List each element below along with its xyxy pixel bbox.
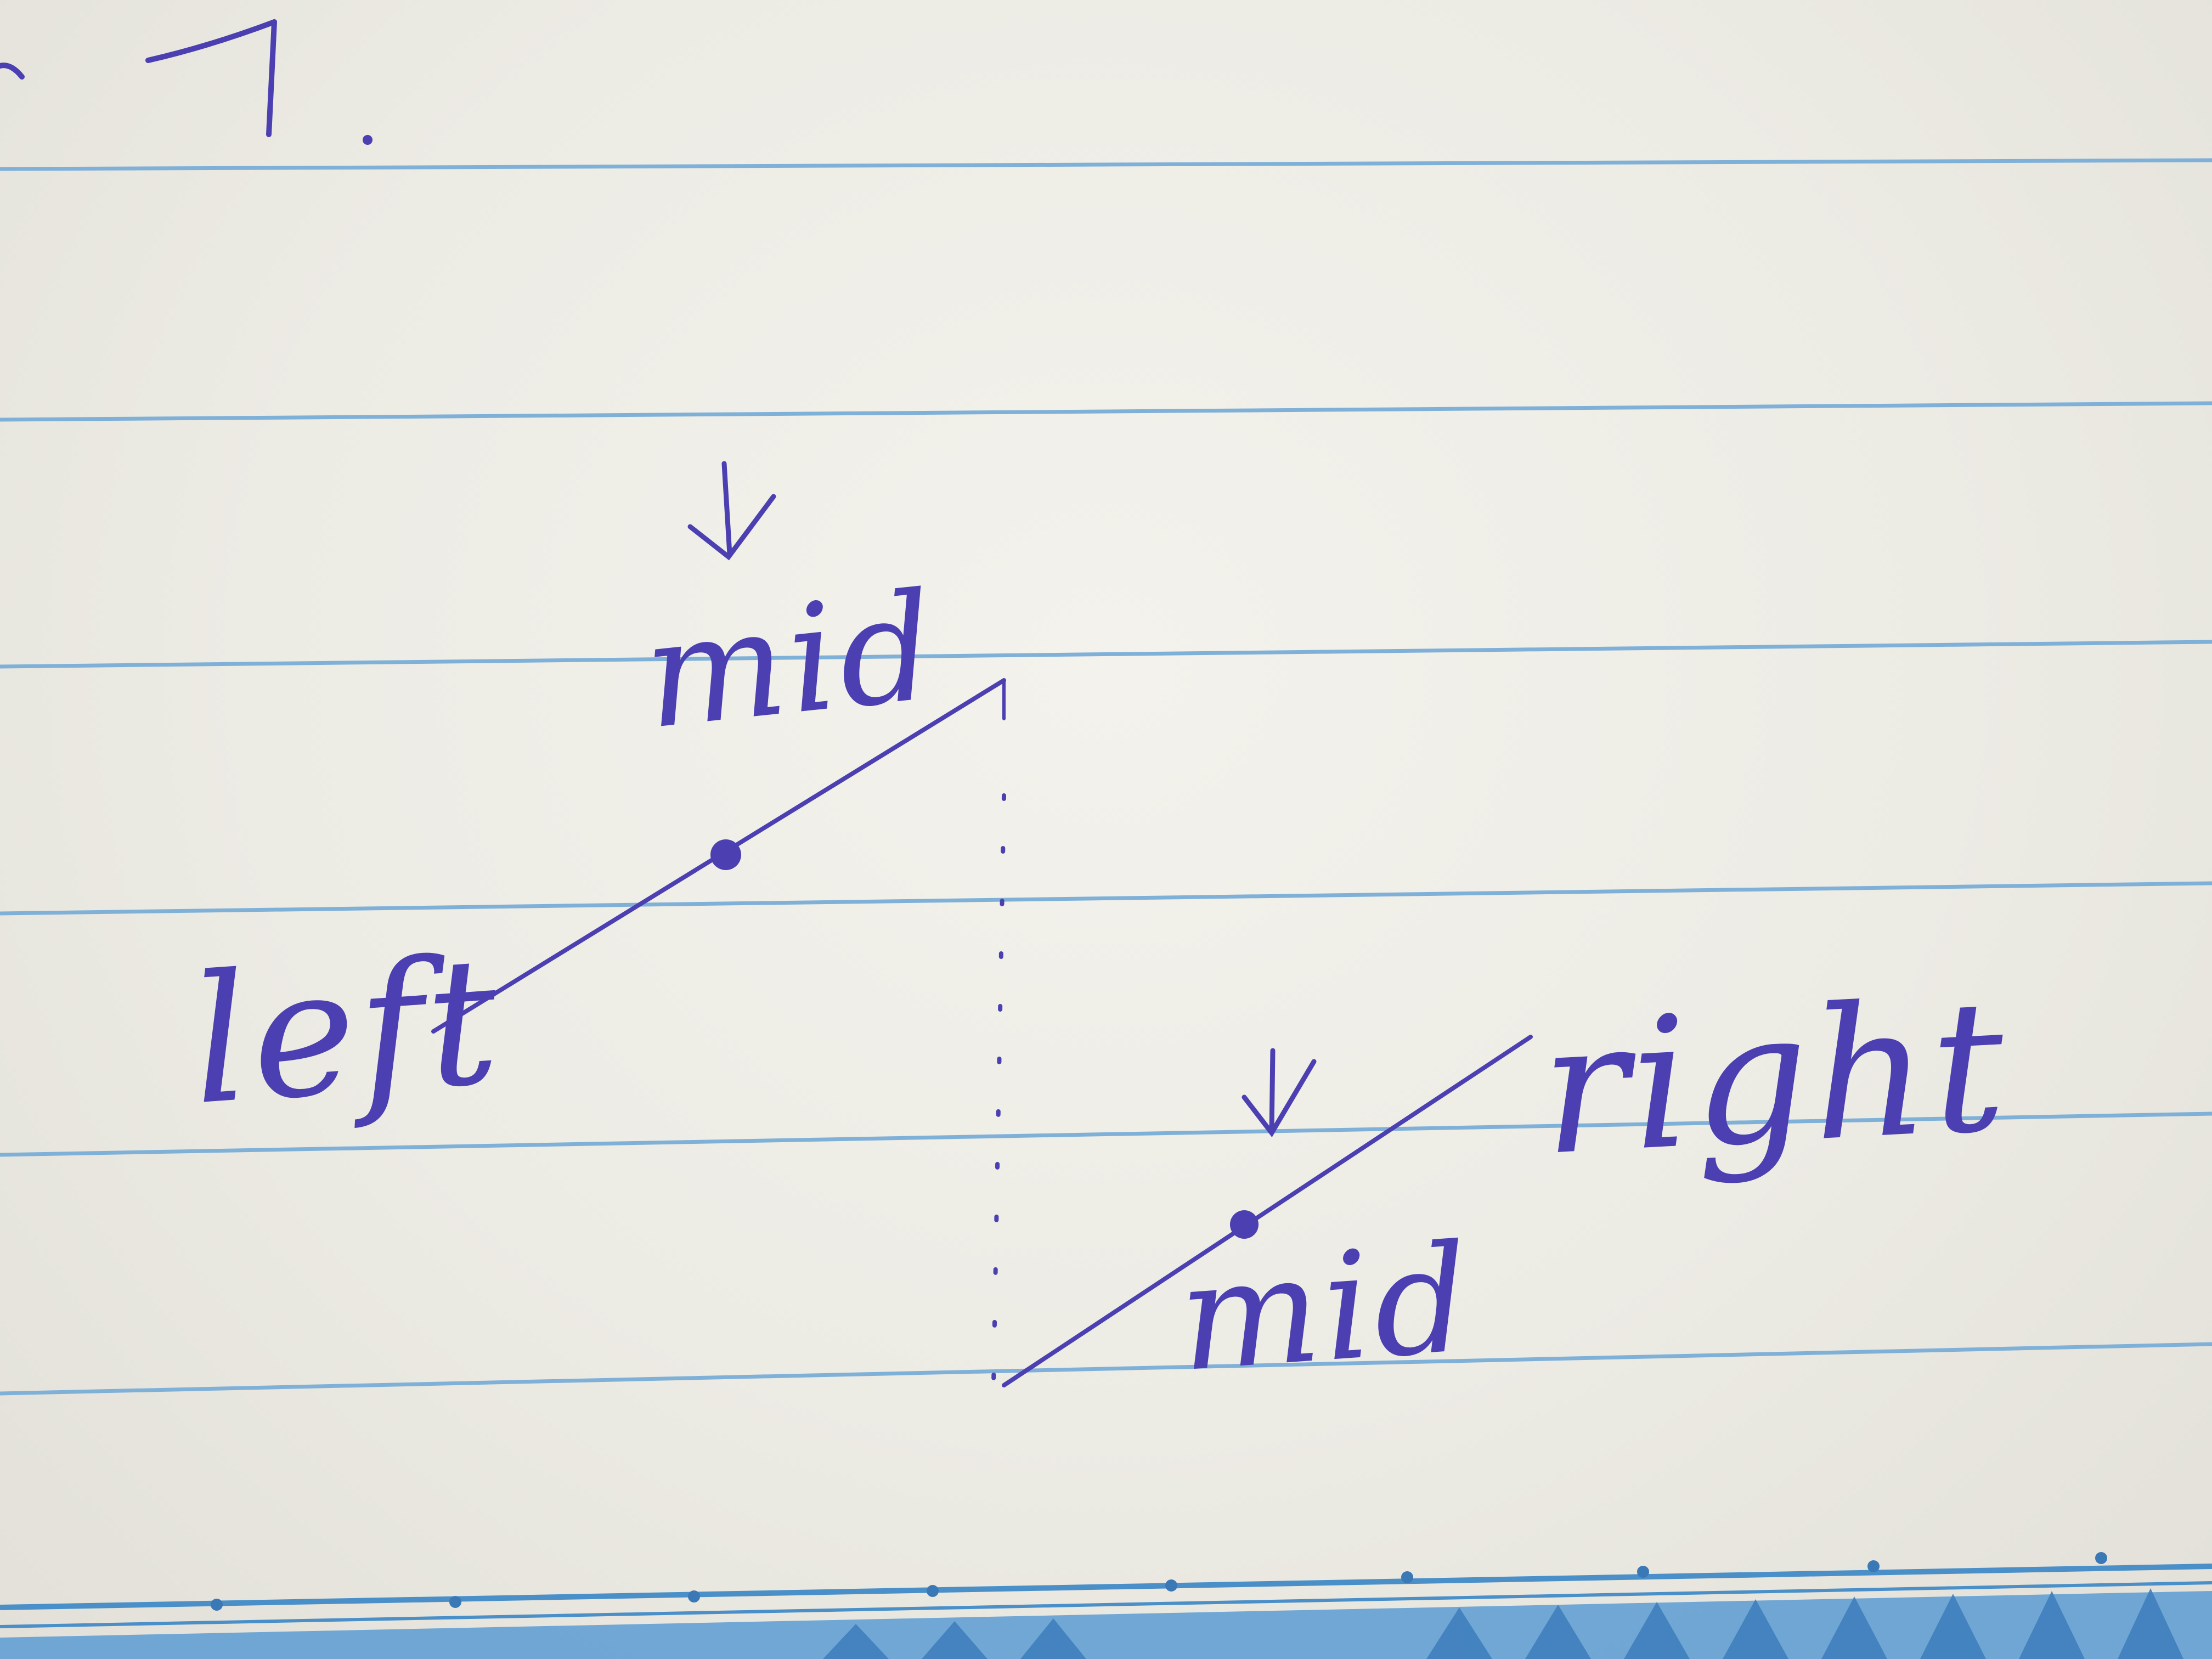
label-mid-upper: mid [636,559,946,763]
ink-drawing [0,19,1533,1418]
border-pattern [0,1552,2212,1659]
ruled-lines [0,158,2212,1396]
label-right: right [1536,961,2013,1195]
label-mid-lower: mid [1173,1211,1478,1405]
label-left: left [185,918,508,1144]
